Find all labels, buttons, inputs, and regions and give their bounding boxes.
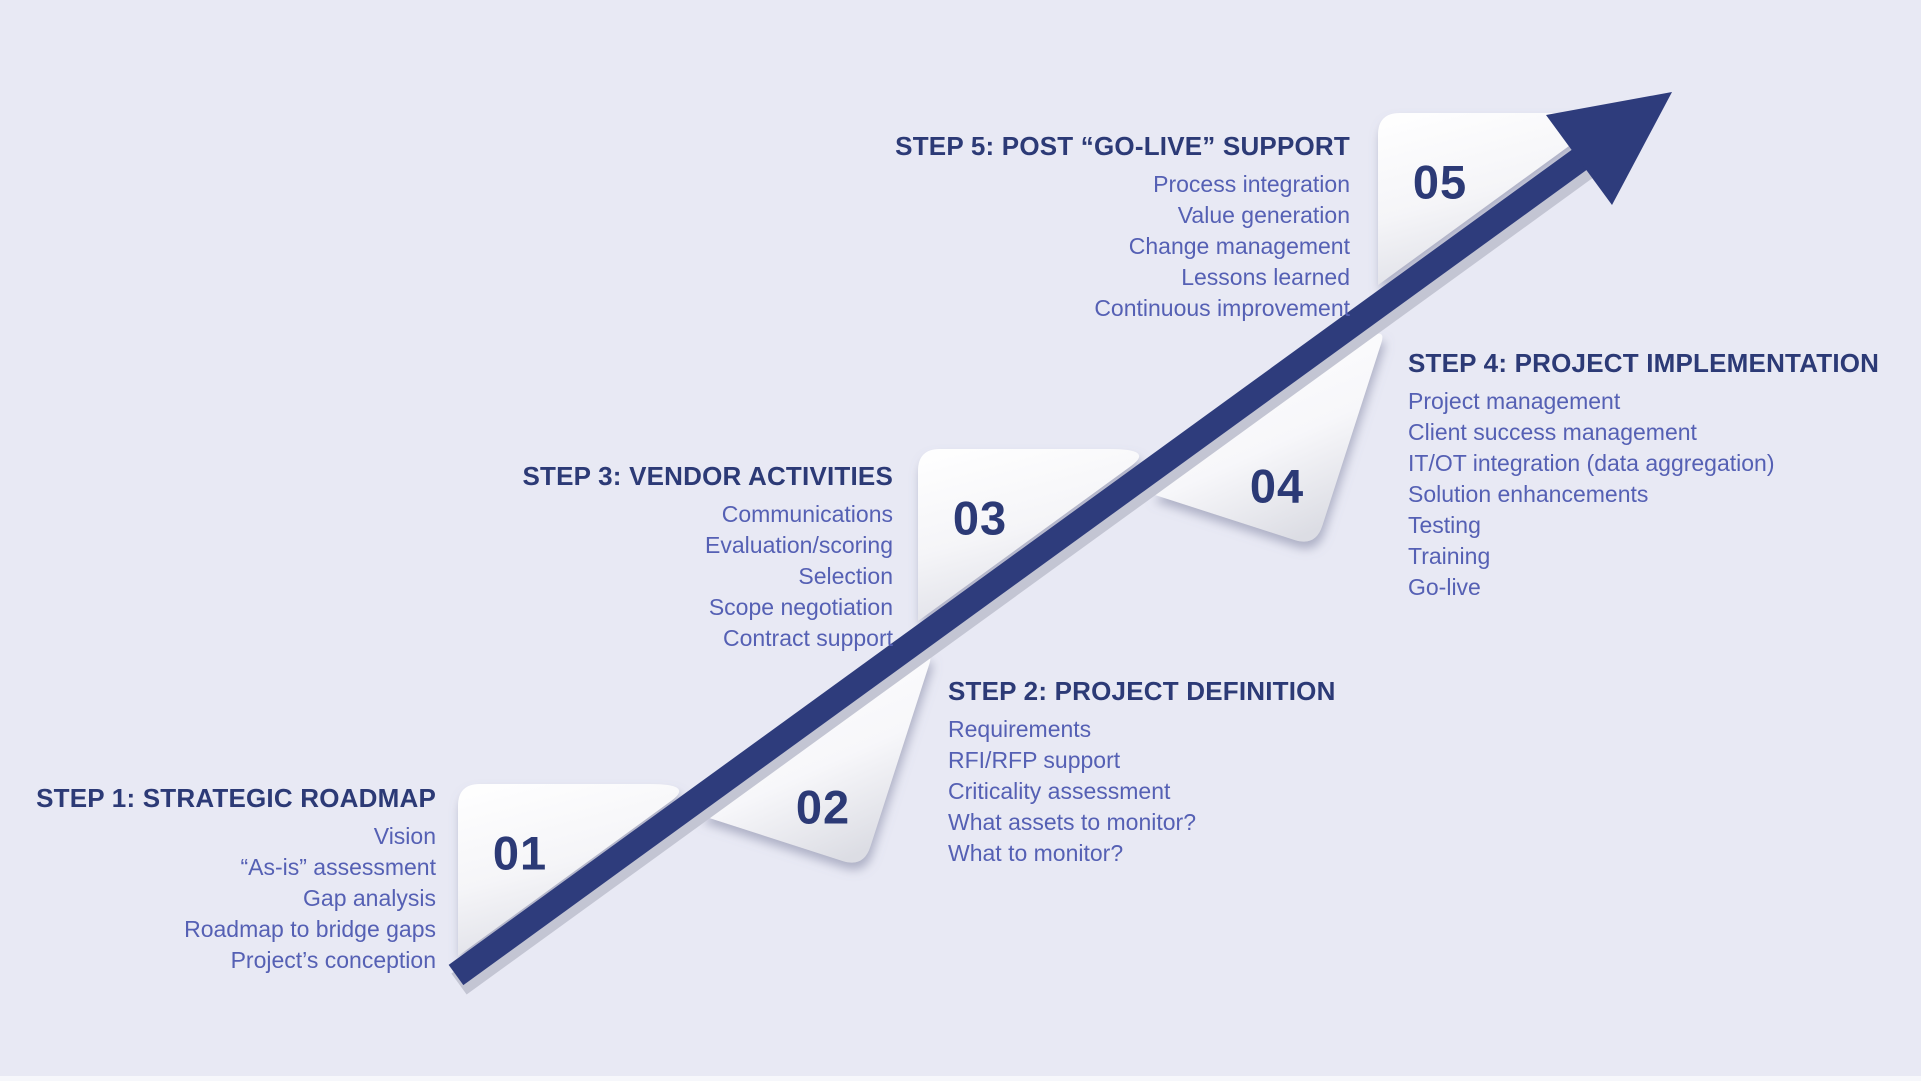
step-item: Communications — [721, 501, 893, 527]
step-number-04: 04 — [1249, 459, 1305, 513]
step-title: STEP 5: POST “GO-LIVE” SUPPORT — [895, 131, 1350, 161]
step-item: Solution enhancements — [1408, 481, 1649, 507]
step-number-05: 05 — [1412, 155, 1468, 209]
step-block-4: STEP 4: PROJECT IMPLEMENTATION Project m… — [1408, 348, 1879, 603]
step-item: Roadmap to bridge gaps — [184, 916, 436, 942]
step-title: STEP 3: VENDOR ACTIVITIES — [522, 461, 893, 491]
step-number-02: 02 — [795, 780, 851, 834]
step-item: Change management — [1128, 233, 1350, 259]
step-marker-03 — [918, 449, 1140, 621]
step-item: Project’s conception — [230, 947, 436, 973]
step-item: Project management — [1408, 388, 1621, 414]
step-item: Client success management — [1408, 419, 1697, 445]
step-item: Vision — [373, 823, 436, 849]
arrow-shaft — [448, 141, 1598, 986]
step-item: RFI/RFP support — [948, 747, 1121, 773]
step-item: Contract support — [722, 625, 893, 651]
step-marker-05 — [1378, 113, 1600, 285]
arrow-head — [1546, 92, 1672, 205]
step-item: Gap analysis — [303, 885, 436, 911]
step-markers — [458, 113, 1600, 956]
step-item: Evaluation/scoring — [705, 532, 893, 558]
step-item: Value generation — [1177, 202, 1350, 228]
step-title: STEP 4: PROJECT IMPLEMENTATION — [1408, 348, 1880, 378]
step-marker-02 — [700, 654, 931, 863]
step-number-03: 03 — [952, 491, 1008, 545]
trend-arrow — [448, 92, 1672, 995]
step-item: IT/OT integration (data aggregation) — [1408, 450, 1775, 476]
step-item: Scope negotiation — [708, 594, 893, 620]
step-title: STEP 1: STRATEGIC ROADMAP — [36, 783, 436, 813]
step-item: Requirements — [948, 716, 1092, 742]
step-item: Go-live — [1408, 574, 1481, 600]
step-block-5: STEP 5: POST “GO-LIVE” SUPPORT Process i… — [895, 131, 1350, 324]
step-item: Continuous improvement — [1094, 295, 1350, 321]
step-item: Lessons learned — [1181, 264, 1350, 290]
step-marker-01 — [458, 784, 680, 956]
step-item: Training — [1408, 543, 1491, 569]
step-item: Selection — [798, 563, 893, 589]
step-number-01: 01 — [492, 826, 548, 880]
step-title: STEP 2: PROJECT DEFINITION — [948, 676, 1336, 706]
step-block-2: STEP 2: PROJECT DEFINITION Requirements … — [948, 676, 1336, 869]
step-item: “As-is” assessment — [240, 854, 436, 880]
step-item: What to monitor? — [948, 840, 1124, 866]
step-item: Criticality assessment — [948, 778, 1171, 804]
step-block-1: STEP 1: STRATEGIC ROADMAP Vision “As-is”… — [36, 783, 436, 976]
step-item: What assets to monitor? — [948, 809, 1196, 835]
step-marker-04 — [1152, 333, 1383, 542]
step-block-3: STEP 3: VENDOR ACTIVITIES Communications… — [522, 461, 893, 654]
step-item: Process integration — [1153, 171, 1350, 197]
bottom-edge-strip — [0, 1076, 1921, 1081]
step-item: Testing — [1408, 512, 1481, 538]
